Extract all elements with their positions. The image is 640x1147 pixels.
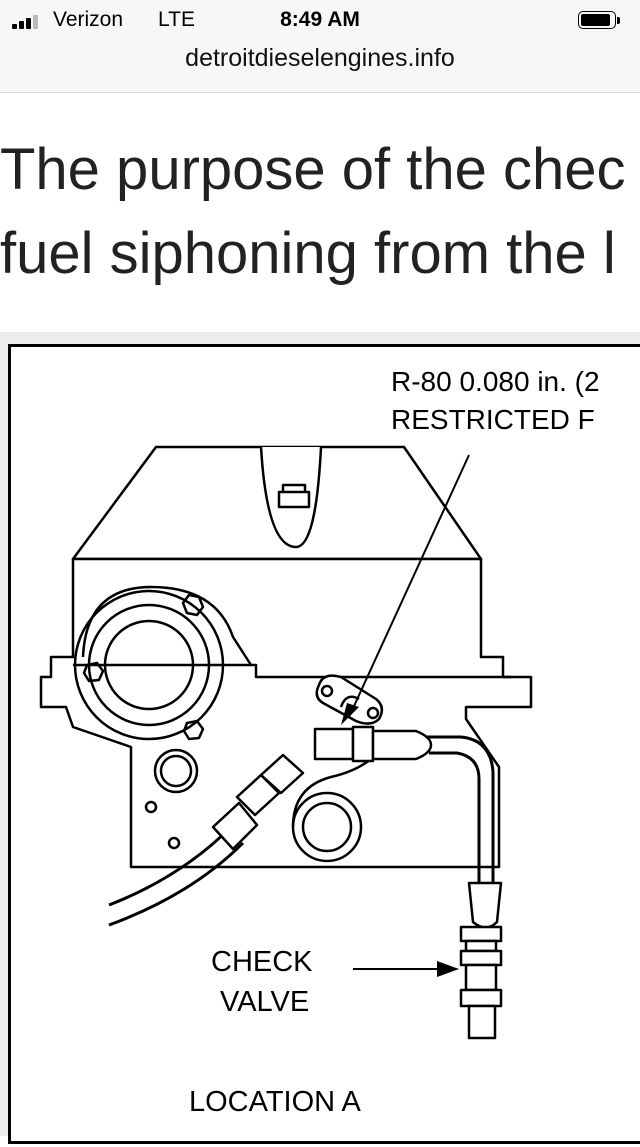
battery-icon [578, 11, 622, 31]
engine-diagram-figure[interactable]: R-80 0.080 in. (2 RESTRICTED F CHECK VAL… [8, 344, 640, 1144]
article-headline: The purpose of the chec fuel siphoning f… [0, 128, 640, 298]
browser-status-bar: Verizon LTE 8:49 AM detroitdieselengines… [0, 0, 640, 93]
label-location: LOCATION A [189, 1086, 362, 1118]
status-time: 8:49 AM [280, 8, 360, 31]
label-check-line1: CHECK [211, 946, 313, 978]
label-check-line2: VALVE [220, 986, 309, 1018]
figure-container: R-80 0.080 in. (2 RESTRICTED F CHECK VAL… [0, 332, 640, 1144]
status-row: Verizon LTE 8:49 AM [0, 6, 640, 36]
network-type: LTE [158, 8, 195, 31]
carrier-name: Verizon [53, 8, 124, 31]
engine-diagram: R-80 0.080 in. (2 RESTRICTED F CHECK VAL… [39, 366, 600, 1118]
headline-line-2: fuel siphoning from the l [0, 221, 616, 286]
cellular-signal-icon [12, 15, 48, 29]
label-restrictor-line1: R-80 0.080 in. (2 [391, 366, 600, 397]
headline-line-1: The purpose of the chec [0, 137, 626, 202]
label-restrictor-line2: RESTRICTED F [391, 404, 595, 435]
address-bar-url[interactable]: detroitdieselengines.info [185, 44, 455, 72]
